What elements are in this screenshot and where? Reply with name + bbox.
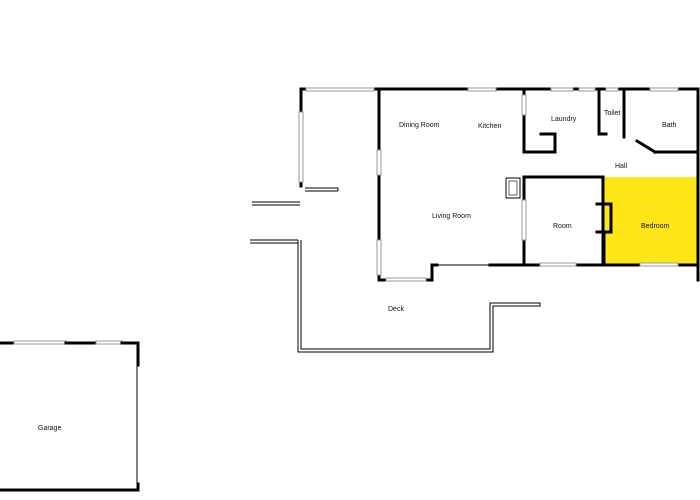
deck-outline (250, 187, 541, 353)
label-laundry: Laundry (551, 116, 577, 123)
label-kitchen: Kitchen (478, 123, 501, 130)
label-deck: Deck (388, 306, 404, 313)
label-dining-room: Dining Room (399, 122, 440, 129)
label-bath: Bath (662, 122, 677, 129)
label-bedroom[interactable]: Bedroom (641, 223, 670, 230)
label-room: Room (553, 223, 572, 230)
label-garage: Garage (38, 425, 61, 432)
garage-walls (0, 340, 140, 492)
label-hall: Hall (615, 163, 628, 170)
label-living-room: Living Room (432, 213, 471, 220)
bedroom-highlight[interactable] (604, 177, 698, 265)
fireplace-icon (505, 177, 521, 199)
label-toilet: Toilet (604, 110, 620, 117)
windows (298, 87, 679, 282)
